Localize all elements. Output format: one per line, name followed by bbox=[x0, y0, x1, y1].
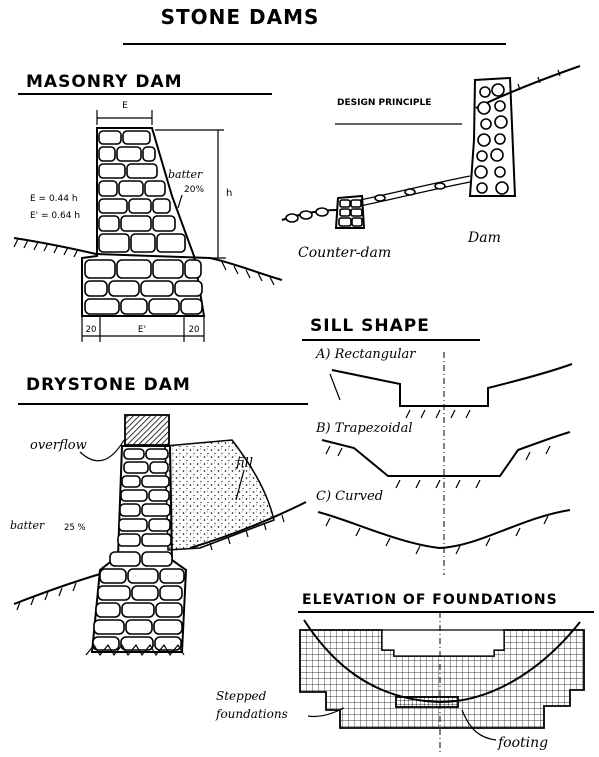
masonry-batter-arrow bbox=[177, 194, 183, 209]
design-main-dam bbox=[468, 76, 517, 197]
drystone-slope-hatch bbox=[209, 514, 285, 551]
drystone-batter-value: 25 % bbox=[64, 523, 86, 533]
design-counter-dam bbox=[334, 194, 366, 229]
footing-arrow bbox=[461, 709, 497, 741]
stepped-label-line2: foundations bbox=[215, 707, 288, 721]
design-pebble bbox=[299, 210, 313, 220]
sill-curved-label: C) Curved bbox=[316, 489, 383, 504]
sill-shape-section: SILL SHAPE A) Rectangular B) Trapezoidal… bbox=[302, 316, 573, 575]
sill-curved-hatch bbox=[325, 515, 549, 555]
masonry-heading: MASONRY DAM bbox=[26, 72, 183, 92]
dim-right-label: 20 bbox=[189, 325, 200, 335]
sill-trap-hatch bbox=[325, 445, 551, 489]
sill-trap-profile bbox=[321, 431, 571, 477]
masonry-formula-base: E' = 0.64 h bbox=[30, 211, 80, 221]
overflow-arrow bbox=[79, 439, 125, 462]
overflow-label: overflow bbox=[30, 438, 87, 453]
masonry-ground-hatch bbox=[13, 238, 275, 286]
drystone-foundation-scribble bbox=[85, 643, 185, 657]
height-label: h bbox=[226, 188, 232, 199]
drystone-slope-right bbox=[189, 501, 307, 549]
design-pebble bbox=[285, 213, 299, 223]
design-heading: DESIGN PRINCIPLE bbox=[337, 98, 431, 108]
dim-left-label: 20 bbox=[86, 325, 97, 335]
page-title: STONE DAMS bbox=[161, 5, 320, 29]
design-principle-section: DESIGN PRINCIPLE bbox=[281, 65, 581, 261]
dim-base-label: E' bbox=[138, 325, 146, 335]
design-upper-slope bbox=[475, 65, 581, 109]
fill-label: fill bbox=[235, 456, 253, 471]
design-slope-hatch bbox=[517, 69, 561, 91]
drystone-batter-label: batter bbox=[10, 519, 45, 532]
dam-label: Dam bbox=[467, 230, 501, 246]
design-pebble bbox=[315, 207, 329, 217]
masonry-dam-section: MASONRY DAM E bbox=[13, 72, 283, 342]
drystone-stones bbox=[92, 448, 185, 651]
drystone-ground-left bbox=[13, 573, 101, 605]
footing-label: footing bbox=[497, 735, 548, 751]
stepped-arrow bbox=[307, 707, 345, 718]
top-width-label: E bbox=[122, 101, 128, 111]
sill-trap-label: B) Trapezoidal bbox=[315, 421, 412, 436]
masonry-batter-value: 20% bbox=[184, 185, 204, 195]
sill-heading: SILL SHAPE bbox=[310, 316, 430, 336]
elevation-curve bbox=[303, 619, 581, 704]
elevation-heading: ELEVATION OF FOUNDATIONS bbox=[302, 592, 558, 608]
design-stream-bed-2 bbox=[359, 181, 471, 207]
drystone-heading: DRYSTONE DAM bbox=[26, 375, 191, 395]
sill-curved-profile bbox=[317, 509, 571, 550]
sill-rect-profile bbox=[331, 363, 573, 407]
drystone-ground-hatch bbox=[16, 582, 77, 611]
design-pebble bbox=[374, 194, 386, 202]
elevation-channel bbox=[381, 629, 505, 657]
sill-rect-label: A) Rectangular bbox=[315, 347, 416, 362]
masonry-batter-label: batter bbox=[168, 168, 203, 181]
sill-rect-hatch bbox=[329, 373, 471, 419]
drystone-fill bbox=[164, 439, 275, 551]
overflow-block bbox=[124, 414, 170, 446]
masonry-stones bbox=[84, 130, 203, 315]
elevation-section: ELEVATION OF FOUNDATIONS Stepped foundat… bbox=[215, 592, 594, 752]
masonry-formula-top: E = 0.44 h bbox=[30, 194, 78, 204]
counter-dam-label: Counter-dam bbox=[298, 245, 391, 261]
fill-arrow bbox=[235, 469, 245, 501]
design-pebble bbox=[404, 188, 416, 196]
drystone-dam-section: DRYSTONE DAM bbox=[10, 375, 308, 657]
design-pebble bbox=[434, 182, 446, 190]
stepped-label-line1: Stepped bbox=[216, 689, 267, 703]
